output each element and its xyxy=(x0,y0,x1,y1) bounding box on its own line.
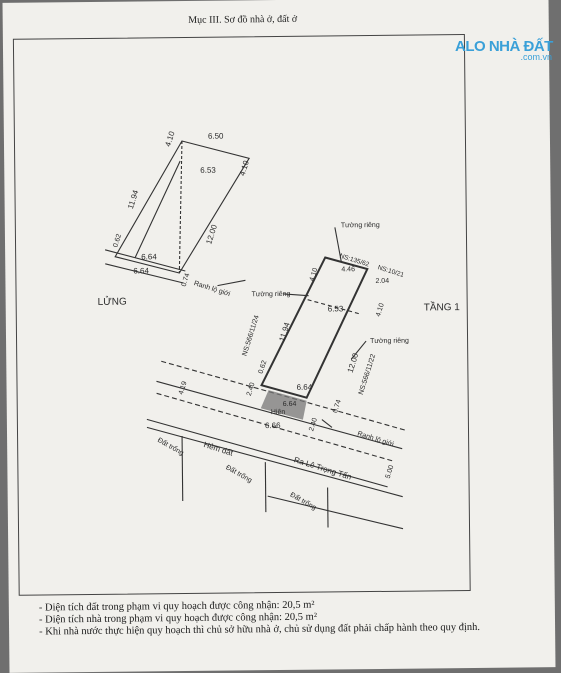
label-wall-1: Tường riêng xyxy=(341,222,380,229)
dim-lung-bottom-a: 6.64 xyxy=(141,252,157,261)
dim-road-right: 5.00 xyxy=(385,464,396,479)
label-empty-land-2: Đất trống xyxy=(224,462,254,484)
lung-diagonal xyxy=(134,161,181,257)
label-lung: LỬNG xyxy=(98,295,127,308)
dim-lung-bottom-b: 6.64 xyxy=(133,266,149,275)
dim-t1-right: 12.00 xyxy=(346,352,361,374)
dim-lung-tl: 4.10 xyxy=(163,130,176,148)
dim-lung-small-b: 0.74 xyxy=(181,272,192,287)
watermark-logo: ALO NHÀ ĐẤT .com.vn xyxy=(455,38,560,62)
label-street: Ra Lê Trọng Tấn xyxy=(293,455,353,481)
dim-lung-tr: 4.10 xyxy=(238,159,251,177)
label-empty-land-3: Đất trống xyxy=(289,490,319,512)
label-neighbor-left: NS:566/11/24 xyxy=(241,314,260,357)
dim-t1-top: 4.46 xyxy=(341,266,355,273)
label-boundary-bottom: Ranh lộ giới xyxy=(356,430,394,448)
label-neighbor-right: NS:566/11/22 xyxy=(358,353,377,396)
label-tang1: TẦNG 1 xyxy=(424,300,461,313)
label-empty-land-1: Đất trống xyxy=(156,435,186,457)
leader-boundary-2 xyxy=(322,419,332,427)
dim-road-left: 4.19 xyxy=(178,380,189,395)
leader-boundary-1 xyxy=(217,280,245,285)
label-neighbor-top-b: NS:10/21 xyxy=(377,264,405,279)
notes-list: - Diện tích đất trong phạm vi quy hoạch … xyxy=(39,598,489,639)
parcel-divider-1 xyxy=(182,436,183,501)
dim-t1-tr: 4.10 xyxy=(375,302,386,317)
label-wall-2: Tường riêng xyxy=(252,291,291,298)
dim-lung-right: 12.00 xyxy=(204,223,219,245)
road-line-6 xyxy=(268,495,403,530)
lung-dashed-edge xyxy=(178,141,183,273)
site-plan-drawing: 6.50 6.53 4.10 4.10 11.94 12.00 6.64 6.6… xyxy=(3,0,555,603)
dim-t1-side-a: 2.40 xyxy=(246,382,257,397)
parcel-divider-2 xyxy=(265,462,266,512)
dim-lung-inner: 6.53 xyxy=(200,166,216,175)
dim-t1-side-b: 2.40 xyxy=(308,417,319,432)
document-sheet: Mục III. Sơ đồ nhà ở, đất ở xyxy=(3,0,556,673)
dim-t1-inner: 6.53 xyxy=(328,304,344,313)
dim-t1-tl: 4.10 xyxy=(309,267,320,282)
dim-t1-bottom: 6.66 xyxy=(265,421,281,430)
dim-lung-top: 6.50 xyxy=(208,132,224,141)
label-wall-3: Tường riêng xyxy=(370,338,409,345)
label-boundary-top: Ranh lộ giới xyxy=(193,280,231,298)
dim-t1-left: 11.94 xyxy=(277,321,292,343)
dim-lung-left: 11.94 xyxy=(126,188,141,210)
dim-t1-mid-b: 6.64 xyxy=(283,401,297,408)
dim-t1-mid-a: 6.64 xyxy=(297,383,313,392)
label-room: Hiên xyxy=(271,409,286,416)
dim-t1-top-r: 2.04 xyxy=(375,278,389,285)
